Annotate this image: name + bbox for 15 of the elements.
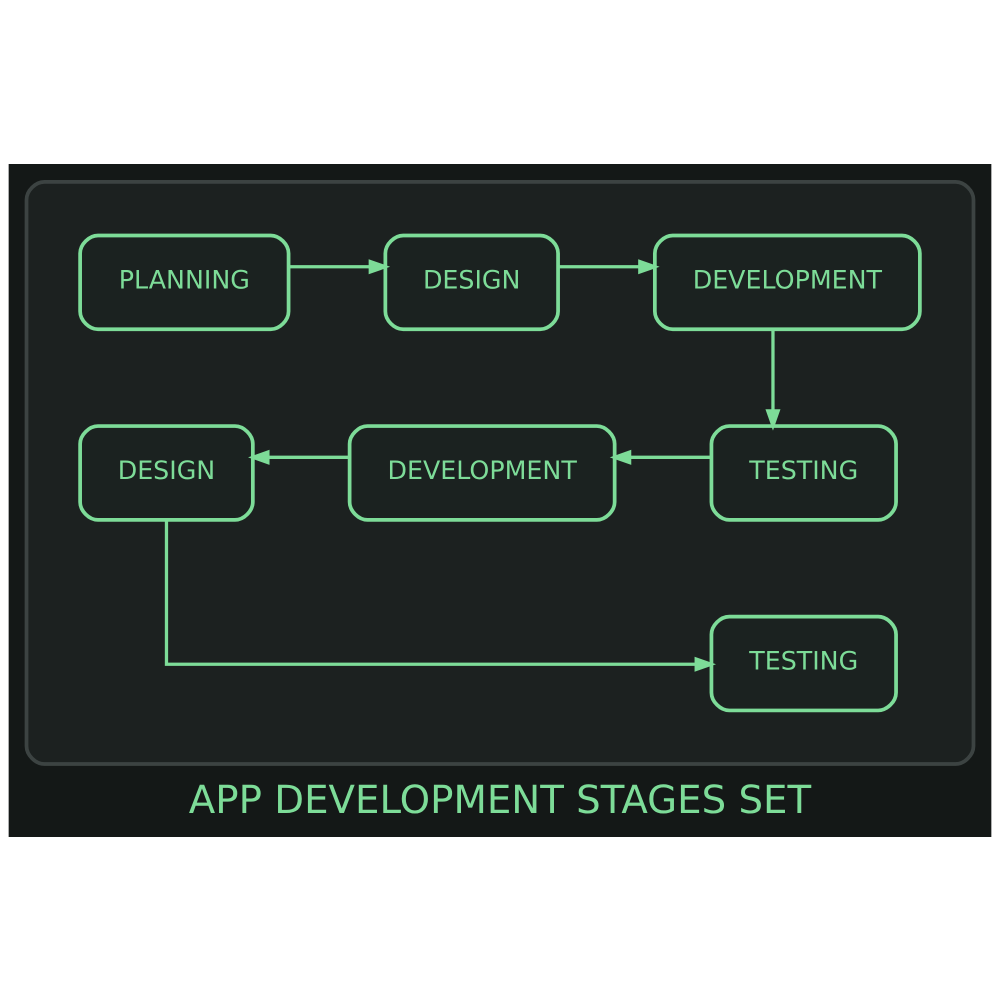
node-box: PLANNING — [78, 233, 290, 331]
node-box: DESIGN — [384, 233, 560, 331]
node-box: TESTING — [710, 424, 898, 522]
node-box: DESIGN — [78, 424, 255, 522]
arrow — [765, 328, 780, 430]
arrow — [610, 449, 712, 464]
arrow — [558, 258, 660, 274]
cluster — [24, 180, 976, 766]
arrow — [288, 258, 390, 274]
node-box: TESTING — [710, 614, 898, 712]
arrow — [248, 449, 350, 464]
arrow — [164, 520, 716, 672]
node-box: DEVELOPMENT — [348, 424, 616, 522]
diagram-title: APP DEVELOPMENT STAGES SET — [188, 777, 812, 822]
node-box: DEVELOPMENT — [653, 233, 922, 331]
